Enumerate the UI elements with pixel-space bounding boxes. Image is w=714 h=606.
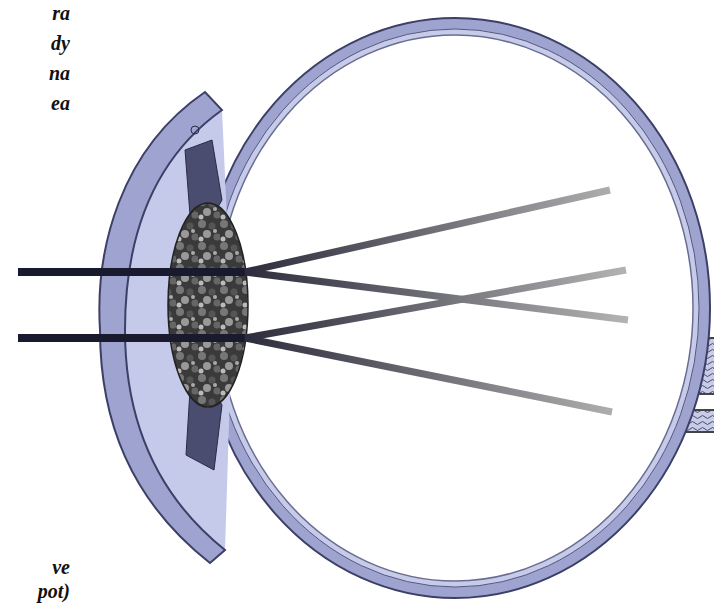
part-label: pot) — [38, 580, 70, 602]
incoming-ray — [18, 334, 245, 342]
incoming-ray — [18, 268, 245, 276]
part-label: na — [49, 62, 70, 84]
blind-spot-gap — [612, 394, 632, 410]
sclera — [200, 18, 710, 598]
lens — [168, 203, 248, 407]
refracted-ray — [245, 190, 610, 272]
refracted-ray — [245, 338, 612, 412]
retina — [217, 35, 693, 581]
part-label: ve — [52, 556, 70, 578]
part-label: ea — [51, 92, 70, 114]
part-label: ra — [52, 2, 70, 24]
canal-dot — [191, 126, 199, 134]
choroid — [211, 29, 699, 587]
light-rays — [18, 190, 628, 412]
refracted-ray — [245, 270, 626, 338]
part-label: dy — [51, 32, 70, 54]
